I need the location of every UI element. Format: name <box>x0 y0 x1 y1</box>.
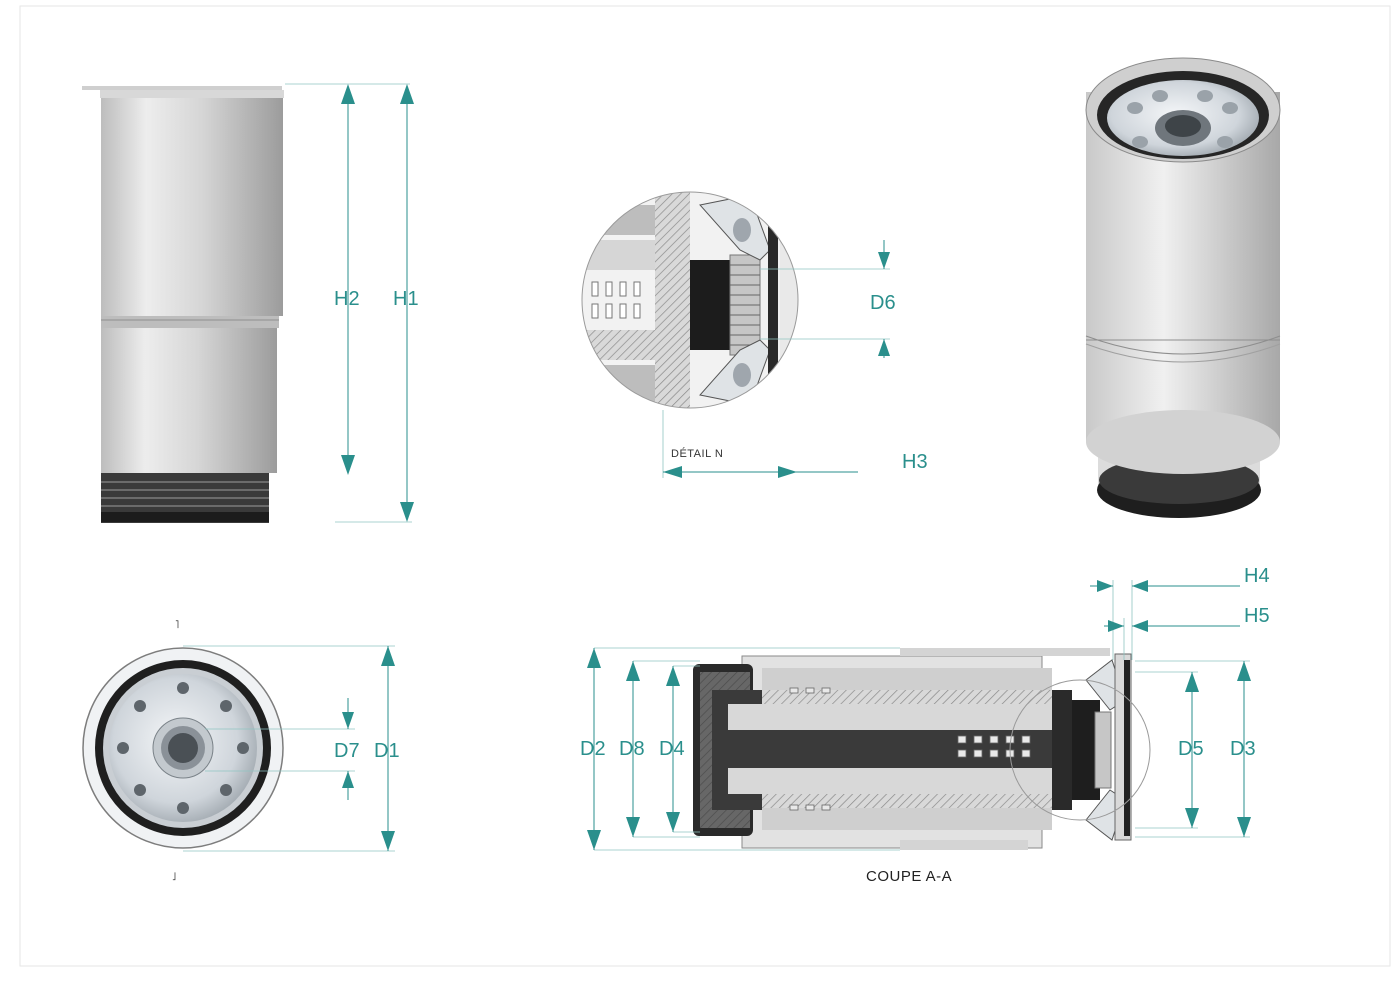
dimension-d8: D8 <box>619 660 700 838</box>
dimension-d4: D4 <box>659 665 700 833</box>
dimension-d3: D3 <box>1135 660 1256 838</box>
label-h3: H3 <box>902 451 928 473</box>
detail-caption: DÉTAIL N <box>671 447 723 460</box>
dimension-d6: D6 <box>760 240 896 358</box>
label-h5: H5 <box>1244 605 1270 627</box>
dimension-h3: H3 <box>662 410 928 478</box>
dimension-h2: H2 <box>285 83 410 475</box>
label-d1: D1 <box>374 740 400 762</box>
section-marker-top: ˥ <box>175 619 180 631</box>
label-d3: D3 <box>1230 738 1256 760</box>
label-d7: D7 <box>334 740 360 762</box>
label-d4: D4 <box>659 738 685 760</box>
front-view <box>82 86 284 523</box>
dimension-d2: D2 <box>580 647 900 851</box>
dimension-d7: D7 <box>205 698 360 800</box>
label-d6: D6 <box>870 292 896 314</box>
dimension-h4: H4 <box>1090 565 1270 660</box>
section-marker-bottom: ˩ <box>172 871 177 883</box>
label-d8: D8 <box>619 738 645 760</box>
dimension-h5: H5 <box>1104 605 1270 660</box>
section-view: COUPE A-A <box>693 648 1151 885</box>
section-caption: COUPE A-A <box>866 868 952 885</box>
label-h2: H2 <box>334 288 360 310</box>
dimension-d1: D1 <box>183 645 400 852</box>
label-d5: D5 <box>1178 738 1204 760</box>
drawing-frame <box>19 5 1391 967</box>
label-h1: H1 <box>393 288 419 310</box>
dimension-h1: H1 <box>335 84 419 523</box>
isometric-view <box>1085 57 1281 518</box>
detail-view: DÉTAIL N <box>581 191 799 460</box>
top-view: ˥ ˩ <box>82 619 284 883</box>
dimension-d5: D5 <box>1135 671 1204 829</box>
label-d2: D2 <box>580 738 606 760</box>
label-h4: H4 <box>1244 565 1270 587</box>
